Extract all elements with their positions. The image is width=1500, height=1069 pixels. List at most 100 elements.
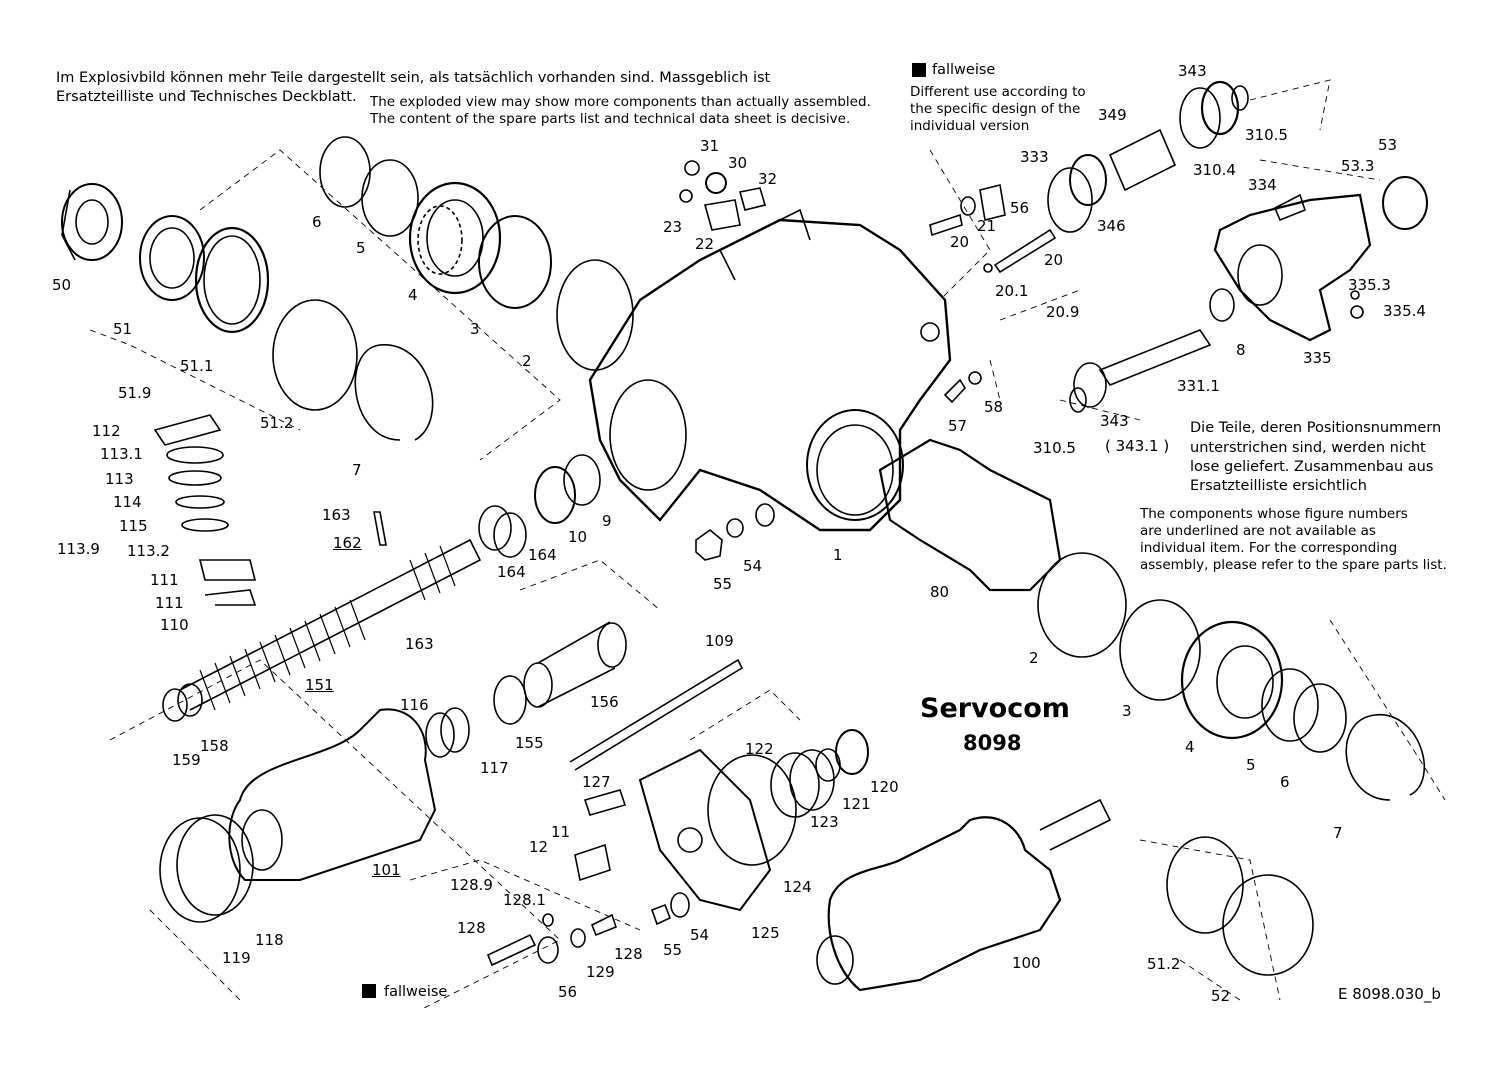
part-label-7-b: 7 — [1333, 824, 1343, 842]
part-label-56-b: 56 — [1010, 199, 1030, 217]
part-label-109: 109 — [705, 632, 734, 650]
part-label-57: 57 — [948, 417, 968, 435]
part-label-331-1: 331.1 — [1177, 377, 1220, 395]
part-label-55-a: 55 — [713, 575, 733, 593]
underline-note-en-2: are underlined are not available as — [1140, 523, 1376, 539]
part-label-51-2: 51.2 — [260, 414, 294, 432]
fallweise-en-3: individual version — [910, 118, 1030, 134]
part-label-22: 22 — [695, 235, 715, 253]
part-label-101: 101 — [372, 861, 401, 879]
part-label-113: 113 — [105, 470, 134, 488]
part-label-164-b: 164 — [497, 563, 526, 581]
part-label-113-2: 113.2 — [127, 542, 170, 560]
part-label-54-a: 54 — [743, 557, 763, 575]
part-label-151: 151 — [305, 676, 334, 694]
part-label-112: 112 — [92, 422, 121, 440]
part-label-4: 4 — [408, 286, 418, 304]
part-label-155: 155 — [515, 734, 544, 752]
fallweise-title: fallweise — [932, 62, 996, 78]
part-label-56-a: 56 — [558, 983, 578, 1001]
part-label-2-b: 2 — [1029, 649, 1039, 667]
part-label-3: 3 — [470, 320, 480, 338]
part-label-5: 5 — [356, 239, 366, 257]
part-label-123: 123 — [810, 813, 839, 831]
product-model: 8098 — [963, 731, 1022, 755]
underline-note-de-3: lose geliefert. Zusammenbau aus — [1190, 459, 1434, 475]
part-label-23: 23 — [663, 218, 683, 236]
part-label-343-b: 343 — [1100, 412, 1129, 430]
part-label-114: 114 — [113, 493, 142, 511]
part-label-51-9: 51.9 — [118, 384, 152, 402]
part-label-343-1: ( 343.1 ) — [1105, 437, 1170, 455]
part-label-343-a: 343 — [1178, 62, 1207, 80]
part-label-346: 346 — [1097, 217, 1126, 235]
part-label-9: 9 — [602, 512, 612, 530]
part-label-124: 124 — [783, 878, 812, 896]
note-en-line-1: The exploded view may show more componen… — [370, 94, 871, 110]
part-label-54-b: 54 — [690, 926, 710, 944]
note-de-line-1: Im Explosivbild können mehr Teile darges… — [56, 70, 771, 86]
part-label-7: 7 — [352, 461, 362, 479]
part-label-128-9: 128.9 — [450, 876, 493, 894]
part-label-52: 52 — [1211, 987, 1231, 1005]
part-label-31: 31 — [700, 137, 720, 155]
part-label-30: 30 — [728, 154, 748, 172]
part-label-163-a: 163 — [322, 506, 351, 524]
note-en-line-2: The content of the spare parts list and … — [370, 111, 851, 127]
part-label-120: 120 — [870, 778, 899, 796]
part-label-158: 158 — [200, 737, 229, 755]
part-label-127: 127 — [582, 773, 611, 791]
part-label-129: 129 — [586, 963, 615, 981]
fallweise-en-2: the specific design of the — [910, 101, 1081, 117]
underline-note-en-1: The components whose figure numbers — [1140, 506, 1408, 522]
underline-note-de-4: Ersatzteilliste ersichtlich — [1190, 478, 1367, 494]
part-label-20-1: 20.1 — [995, 282, 1029, 300]
part-label-111-a: 111 — [150, 571, 179, 589]
part-label-310-5-a: 310.5 — [1245, 126, 1288, 144]
part-label-20-9: 20.9 — [1046, 303, 1080, 321]
part-label-6: 6 — [312, 213, 322, 231]
part-label-55-b: 55 — [663, 941, 683, 959]
part-label-334: 334 — [1248, 176, 1277, 194]
part-label-11: 11 — [551, 823, 571, 841]
part-label-10: 10 — [568, 528, 588, 546]
part-label-51-2-b: 51.2 — [1147, 955, 1181, 973]
part-label-58: 58 — [984, 398, 1004, 416]
part-label-3-b: 3 — [1122, 702, 1132, 720]
note-de-line-2: Ersatzteilliste und Technisches Deckblat… — [56, 89, 357, 105]
part-label-20-b: 20 — [1044, 251, 1064, 269]
part-label-1: 1 — [833, 546, 843, 564]
part-label-335-3: 335.3 — [1348, 276, 1391, 294]
part-label-113-1: 113.1 — [100, 445, 143, 463]
part-label-128-1: 128.1 — [503, 891, 546, 909]
part-label-122: 122 — [745, 740, 774, 758]
part-label-4-b: 4 — [1185, 738, 1195, 756]
part-label-162: 162 — [333, 534, 362, 552]
part-label-349: 349 — [1098, 106, 1127, 124]
underline-note-de-2: unterstrichen sind, werden nicht — [1190, 440, 1426, 456]
part-label-21: 21 — [977, 217, 997, 235]
part-label-118: 118 — [255, 931, 284, 949]
part-label-128-b: 128 — [614, 945, 643, 963]
part-label-335-4: 335.4 — [1383, 302, 1426, 320]
part-label-5-b: 5 — [1246, 756, 1256, 774]
part-label-121: 121 — [842, 795, 871, 813]
part-label-115: 115 — [119, 517, 148, 535]
part-label-100: 100 — [1012, 954, 1041, 972]
part-label-12: 12 — [529, 838, 549, 856]
part-label-156: 156 — [590, 693, 619, 711]
part-label-20-a: 20 — [950, 233, 970, 251]
part-label-53: 53 — [1378, 136, 1398, 154]
part-label-117: 117 — [480, 759, 509, 777]
part-label-310-5-b: 310.5 — [1033, 439, 1076, 457]
part-label-335: 335 — [1303, 349, 1332, 367]
underline-note-en-4: assembly, please refer to the spare part… — [1140, 557, 1447, 573]
part-label-159: 159 — [172, 751, 201, 769]
part-label-50: 50 — [52, 276, 72, 294]
drawing-number: E 8098.030_b — [1338, 985, 1441, 1003]
part-label-111-b: 111 — [155, 594, 184, 612]
part-label-53-3: 53.3 — [1341, 157, 1375, 175]
part-label-80: 80 — [930, 583, 950, 601]
